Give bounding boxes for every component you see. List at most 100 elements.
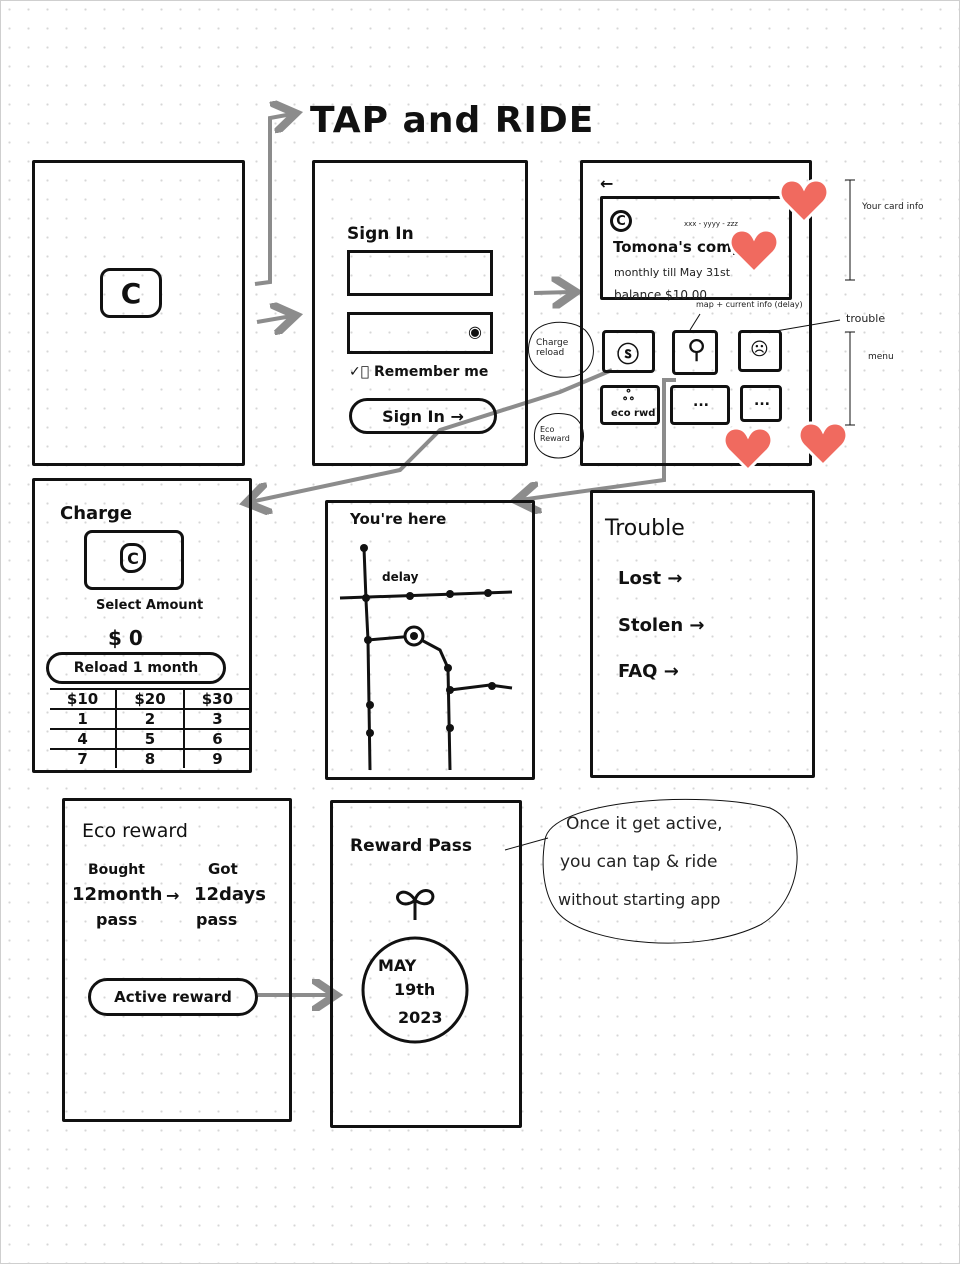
arrow-splash-to-title [254,114,292,286]
note-connector [504,837,549,851]
transit-stations [360,544,496,737]
keypad-key[interactable]: 1 [50,708,117,729]
station [446,686,454,694]
menu-tile-charge[interactable]: ⓢ [602,330,655,373]
note-line-3: without starting app [558,890,721,909]
amount-option[interactable]: $30 [182,688,250,709]
eco-bought-value: 12month [72,884,163,905]
keypad-key[interactable]: 8 [115,748,184,768]
trouble-item-stolen[interactable]: Stolen → [618,615,705,636]
reward-date-circle [361,936,469,1044]
keypad-key[interactable]: 9 [182,748,250,768]
active-reward-button[interactable]: Active reward [88,978,258,1016]
menu-tile-map[interactable]: ⚲ [672,330,718,375]
arrow-signin-to-card [533,292,572,293]
menu-bracket [845,331,855,426]
amount-option[interactable]: $20 [115,688,184,709]
eco-reward-screen [62,798,292,1122]
arrow-splash-to-signin [256,316,292,322]
reload-1-month-button[interactable]: Reload 1 month [46,652,226,684]
sprout-icon [396,889,435,920]
station [484,589,492,597]
keypad-key[interactable]: 3 [182,708,250,729]
keypad-key[interactable]: 7 [50,748,117,768]
amount-option[interactable]: $10 [50,688,117,709]
station [488,682,496,690]
eco-callout [533,413,584,459]
menu-tile-trouble[interactable]: ☹ [738,330,782,372]
select-amount-label: Select Amount [96,598,204,613]
reward-date-day: 19th [394,980,436,999]
annotation-charge: Charge reload [536,338,569,358]
eco-bought-unit: pass [96,910,138,929]
keypad-key[interactable]: 4 [50,728,117,749]
amount-value: $ 0 [108,626,143,650]
trouble-heading: Trouble [605,516,685,541]
reward-pass-heading: Reward Pass [350,836,472,856]
note-line-2: you can tap & ride [560,852,718,872]
station [446,590,454,598]
trouble-annotation-line [769,319,841,333]
heart-sticker [728,228,780,274]
annotation-eco: Eco Reward [540,425,570,443]
station [360,544,368,552]
menu-tile-more[interactable]: ... [740,385,782,422]
signin-button[interactable]: Sign In → [349,398,497,434]
app-logo: C [100,268,162,318]
map-screen [325,500,535,780]
card-holder-name: Tomona's comp [613,238,743,256]
card-info-bracket [845,179,855,281]
eco-heading: Eco reward [82,820,188,842]
station [364,636,372,644]
station [446,724,454,732]
keypad-key[interactable]: 6 [182,728,250,749]
station [406,592,414,600]
current-location-marker [403,625,425,647]
eco-bought-label: Bought [88,862,145,878]
back-arrow-icon[interactable]: ← [600,174,614,193]
heart-sticker [778,178,830,224]
username-input[interactable] [347,250,493,296]
reward-date-year: 2023 [398,1008,443,1027]
heart-sticker [797,421,849,467]
signin-screen [312,160,528,466]
eco-got-value: 12days [194,884,266,905]
annotation-map: map + current info (delay) [696,300,803,309]
menu-tile-more[interactable]: ... [670,385,730,425]
heart-sticker [722,426,774,472]
menu-tile-eco[interactable]: ஃ eco rwd [600,385,660,425]
password-input[interactable] [347,312,493,354]
card-logo: C [610,210,632,232]
reward-pass-screen [330,800,522,1128]
card-monthly: monthly till May 31st [614,266,731,279]
map-pin-icon: ⚲ [687,335,707,365]
station [444,664,452,672]
station [366,729,374,737]
trouble-item-faq[interactable]: FAQ → [618,661,679,682]
signin-heading: Sign In [347,224,414,244]
trouble-face-icon: ☹ [750,339,769,360]
eco-arrow: → [166,886,180,905]
note-bubble [542,798,798,944]
remember-me-label: Remember me [374,364,489,380]
transit-card [600,196,792,300]
annotation-trouble: trouble [846,312,886,325]
trouble-item-lost[interactable]: Lost → [618,568,683,589]
keypad-key[interactable]: 5 [115,728,184,749]
eco-tile-label: eco rwd [611,408,656,419]
trouble-screen [590,490,815,778]
eye-icon[interactable]: ◉ [468,322,482,341]
card-number: xxx - yyyy - zzz [684,220,738,228]
more-icon: ... [693,394,709,410]
remember-me-checkbox[interactable]: ✓⃝ Remember me [349,364,489,380]
sprout-icon: ஃ [623,388,634,404]
arrow-charge-tile-to-charge [250,368,613,502]
charge-screen [32,478,252,773]
eco-got-unit: pass [196,910,238,929]
station [362,594,370,602]
map-heading: You're here [350,510,447,528]
keypad-key[interactable]: 2 [115,708,184,729]
annotation-menu: menu [868,352,894,362]
